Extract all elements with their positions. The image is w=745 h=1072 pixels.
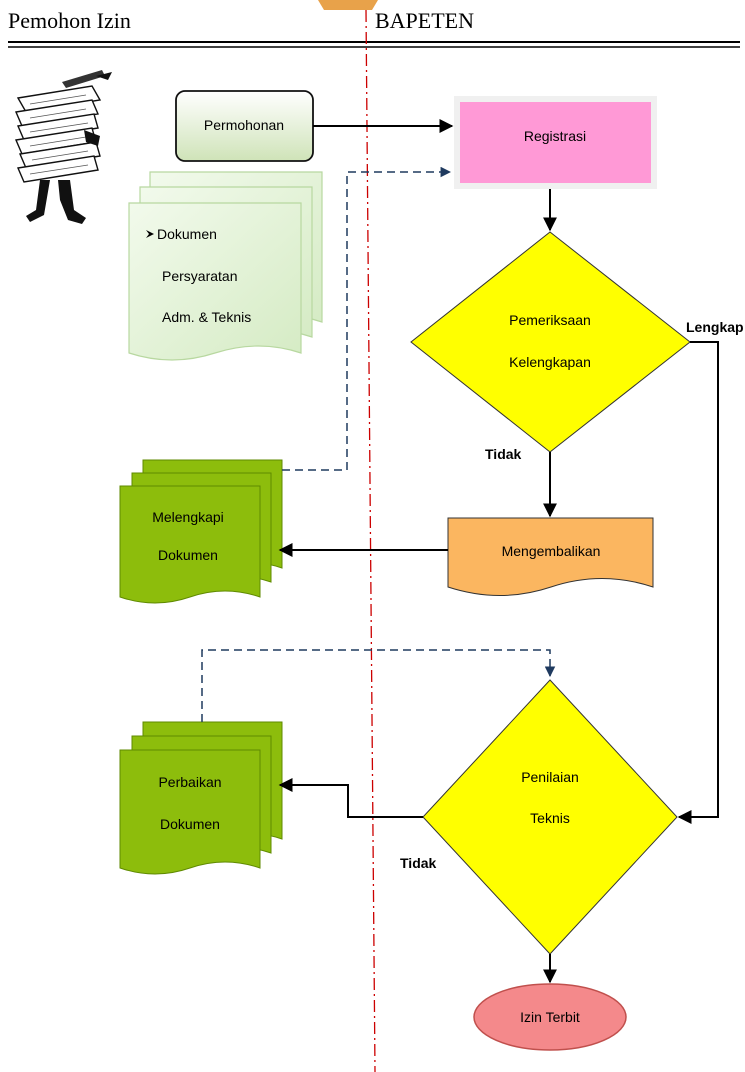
perbaikan-label-line1: Perbaikan <box>158 774 221 790</box>
edge-label-tidak-pemeriksaan: Tidak <box>485 446 522 462</box>
arrow-lengkap-to-penilaian <box>677 341 719 824</box>
pemeriksaan-label-line1: Pemeriksaan <box>509 312 591 328</box>
dokumen-label-line1: Dokumen <box>157 226 217 242</box>
mengembalikan-label: Mengembalikan <box>502 543 601 559</box>
bullet-arrowhead-icon <box>146 230 154 238</box>
dokumen-label-line2: Persyaratan <box>162 268 237 284</box>
penilaian-label-line2: Teknis <box>530 810 570 826</box>
lane-divider <box>365 9 376 1072</box>
mengembalikan-node: Mengembalikan <box>447 517 654 596</box>
header-tab <box>318 0 378 10</box>
registrasi-node: Registrasi <box>454 96 657 189</box>
permohonan-label: Permohonan <box>204 117 284 133</box>
perbaikan-label-line2: Dokumen <box>160 816 220 832</box>
izin-terbit-label: Izin Terbit <box>520 1009 580 1025</box>
permohonan-node: Permohonan <box>175 90 314 162</box>
dashed-arrow-melengkapi-to-registrasi <box>282 166 452 471</box>
dokumen-label-line3: Adm. & Teknis <box>162 309 251 325</box>
edge-label-tidak-penilaian: Tidak <box>400 855 437 871</box>
dokumen-persyaratan-node: Dokumen Persyaratan Adm. & Teknis <box>128 171 323 361</box>
melengkapi-label-line1: Melengkapi <box>152 509 224 525</box>
pemeriksaan-label-line2: Kelengkapan <box>509 354 591 370</box>
applicant-icon <box>15 70 112 224</box>
izin-terbit-node: Izin Terbit <box>473 983 627 1051</box>
registrasi-label: Registrasi <box>524 128 586 144</box>
arrow-penilaian-to-perbaikan <box>278 778 423 818</box>
melengkapi-label-line2: Dokumen <box>158 547 218 563</box>
pemeriksaan-node: Pemeriksaan Kelengkapan <box>410 231 691 453</box>
perbaikan-dokumen-node: Perbaikan Dokumen <box>119 721 283 875</box>
lane-title-pemohon: Pemohon Izin <box>8 8 131 33</box>
dashed-arrow-perbaikan-to-penilaian <box>201 649 556 722</box>
penilaian-node: Penilaian Teknis <box>422 679 678 955</box>
penilaian-label-line1: Penilaian <box>521 769 579 785</box>
melengkapi-dokumen-node: Melengkapi Dokumen <box>119 459 283 604</box>
edge-label-lengkap: Lengkap <box>686 319 744 335</box>
lane-title-bapeten: BAPETEN <box>375 8 474 33</box>
